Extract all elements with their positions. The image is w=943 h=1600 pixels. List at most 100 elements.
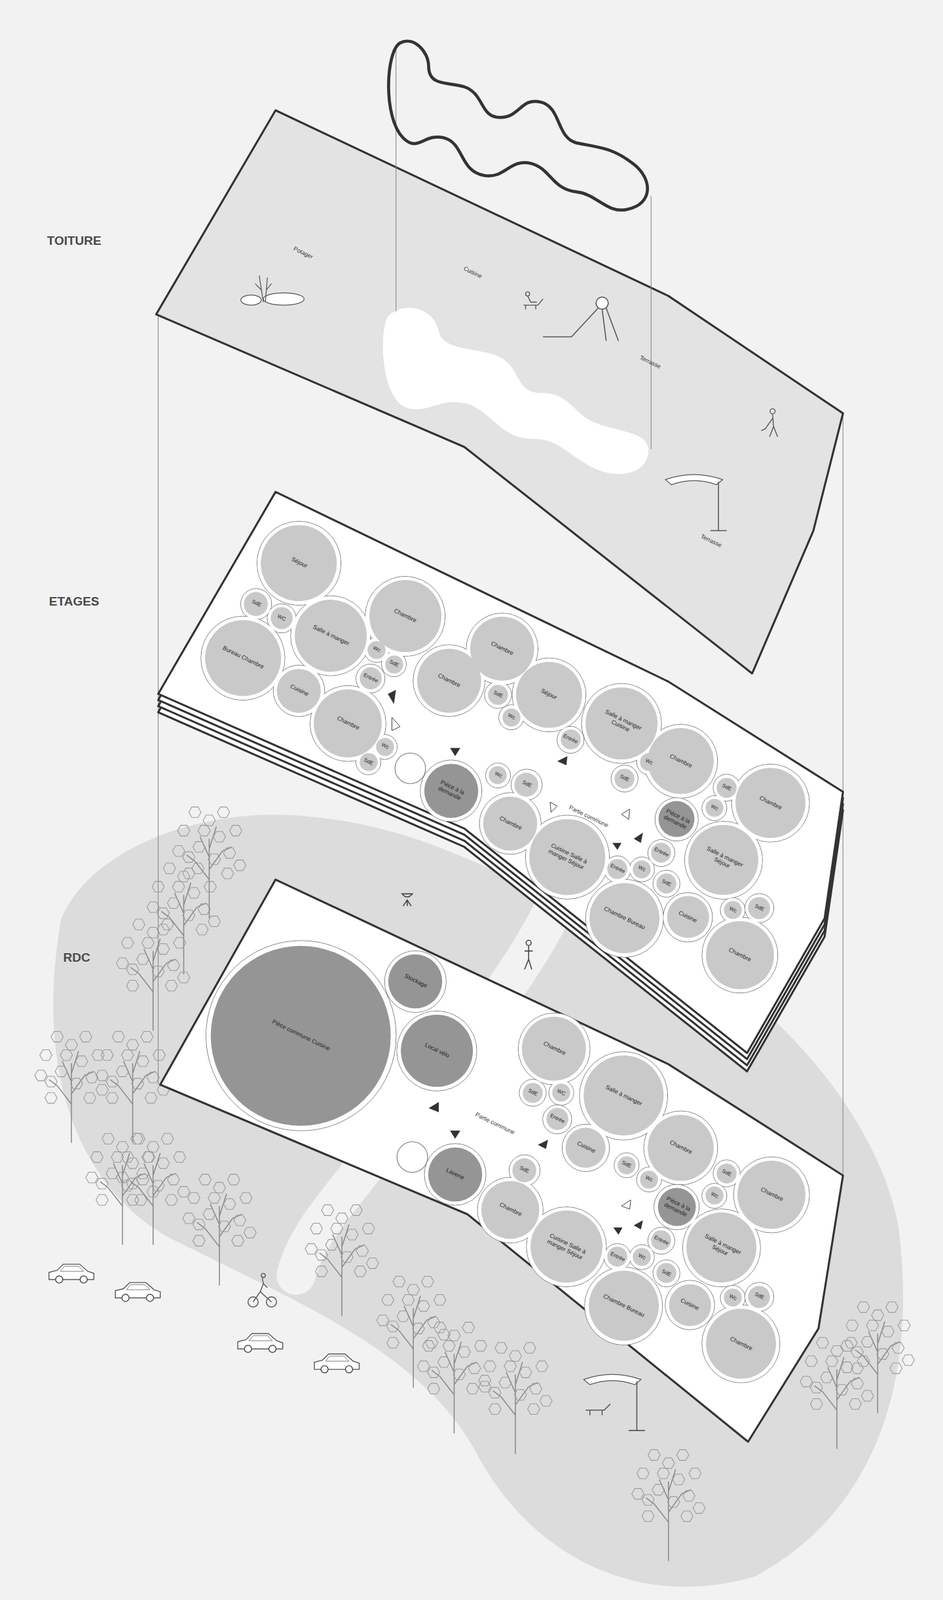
cluster-outline: [629, 857, 655, 883]
cluster-fill: [604, 856, 631, 883]
room-disc: [651, 843, 672, 864]
cluster-outline: [384, 950, 446, 1013]
room-disc: [748, 897, 771, 920]
room-circle: Wc: [639, 1170, 659, 1190]
room-disc: [261, 525, 338, 602]
head: [525, 940, 532, 946]
roof-surface: [155, 110, 843, 674]
room-circle: Entrée: [546, 1108, 569, 1131]
room-circle: Salle à manger: [582, 1054, 665, 1137]
cluster-fill: [206, 941, 396, 1131]
room-circle: Entrée: [359, 667, 382, 690]
room-disc: [617, 1156, 636, 1175]
cluster-outline: [654, 798, 699, 842]
room-disc: [522, 1083, 543, 1104]
rdc-plate: [160, 880, 844, 1443]
roof-plate: [155, 110, 843, 674]
room-circle: SdE: [614, 768, 635, 790]
arrowhead: [550, 802, 558, 813]
cluster-outline: [542, 1105, 572, 1135]
room-circle: WC: [270, 607, 293, 630]
room-disc: [204, 620, 281, 697]
room-circle: Stockage: [387, 954, 443, 1010]
plant: [255, 275, 272, 303]
room-circle: Cuisine: [668, 1284, 712, 1327]
roof-void: [383, 307, 649, 475]
room-circle: Chambre: [416, 648, 482, 714]
car: [314, 1354, 360, 1374]
room-circle: Pièce à la demande: [423, 763, 479, 819]
parasol: [665, 474, 727, 532]
cluster-outline: [256, 521, 341, 606]
room-circle: Wc: [632, 1248, 651, 1267]
room-disc: [375, 738, 394, 756]
room-circle: Chambre Bureau: [588, 882, 661, 955]
tree: [840, 1301, 915, 1414]
slide: [542, 297, 619, 342]
room-disc: [529, 819, 606, 896]
planter: [240, 295, 262, 306]
level-heading: TOITURE: [47, 233, 102, 249]
arrowhead: [428, 1102, 440, 1113]
room-disc: [367, 641, 386, 659]
pedestrian: [524, 940, 533, 970]
cars: [49, 1264, 360, 1374]
room-disc: [588, 1271, 659, 1342]
room-circle: SdE: [522, 1083, 543, 1104]
room-circle: Chambre: [705, 1308, 777, 1380]
room-disc: [552, 1083, 570, 1102]
room-circle: Wc: [502, 708, 521, 727]
room-circle: SdE: [747, 1286, 771, 1309]
room-disc: [313, 689, 382, 758]
cluster-outline: [663, 893, 713, 943]
arrowhead: [449, 748, 461, 757]
cluster-outline: [652, 870, 680, 898]
cluster-outline: [420, 760, 482, 822]
cluster-fill: [665, 1280, 715, 1330]
room-circle: Entrée: [607, 1246, 628, 1268]
head: [525, 292, 530, 296]
room-circle: Cuisine Salle à manger Séjour: [528, 818, 606, 896]
tree: [305, 1204, 379, 1317]
cluster-fill: [637, 1168, 661, 1192]
cluster-fill: [586, 880, 664, 958]
cluster-fill: [702, 796, 727, 820]
room-circle: Wc: [705, 1186, 724, 1205]
cluster-outline: [485, 763, 511, 789]
cluster-fill: [702, 918, 778, 993]
rider-head: [261, 1273, 266, 1278]
room-disc: [470, 616, 535, 682]
room-disc: [723, 901, 742, 919]
projection-line: [650, 195, 652, 449]
barbecue-symbol: [402, 893, 413, 907]
cluster-fill: [425, 1144, 486, 1206]
room-disc: [632, 860, 651, 879]
room-circle: Salle à manger Cuisine: [584, 686, 659, 761]
room-circle: Wc: [723, 1288, 742, 1308]
cluster-outline: [614, 1153, 640, 1179]
cluster-fill: [549, 1081, 574, 1105]
cluster-outline: [610, 765, 638, 793]
cluster-outline: [424, 1144, 486, 1206]
cluster-outline: [557, 726, 585, 754]
room-circle: Cuisine: [565, 1127, 606, 1169]
room-circle: SdE: [617, 1156, 636, 1175]
room-disc: [639, 1170, 658, 1189]
room-disc: [483, 796, 537, 851]
cluster-fill: [683, 1209, 761, 1287]
room-disc: [400, 1015, 473, 1088]
room-disc: [417, 648, 482, 714]
room-circle: Wc: [632, 860, 651, 879]
lounger-figure: [523, 292, 543, 310]
room-circle: Salle à manger Séjour: [687, 824, 759, 896]
slide-top: [595, 297, 609, 310]
level-heading: RDC: [63, 950, 91, 966]
cluster-fill: [702, 1305, 780, 1384]
cluster-outline: [702, 1183, 727, 1209]
cluster-fill: [485, 763, 510, 788]
cluster-fill: [201, 616, 285, 701]
room-circle: SdE: [716, 1163, 737, 1184]
cluster-fill: [381, 652, 406, 676]
room-disc: [668, 1284, 711, 1327]
tree: [182, 1174, 257, 1287]
